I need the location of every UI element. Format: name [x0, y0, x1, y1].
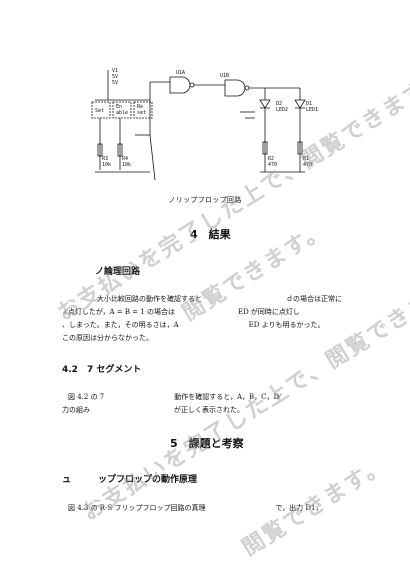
r1-resistor	[297, 141, 303, 155]
paragraph-4-2-line-1: 図 4.2 の 7 動作を確認すると，A，B，C，D⁄	[68, 393, 281, 401]
d2-name: LED2	[276, 107, 288, 113]
r1-value: 470	[303, 162, 312, 168]
d1-led	[294, 99, 306, 109]
u1b-label: U1B	[220, 73, 229, 79]
u1b-gate	[224, 79, 246, 97]
r2-resistor	[262, 141, 268, 155]
set-switch-label: Set	[95, 108, 104, 114]
r4-resistor	[117, 143, 123, 157]
section-5-heading: 5 課題と考察	[170, 437, 244, 450]
section-4-2-heading: 4.2 7 セグメント	[62, 365, 142, 375]
r3-resistor	[97, 143, 103, 157]
paragraph-5-1-line-1: 図 4.3 の R-S フリップフロップ回路の真理 で，出力 D1，	[68, 504, 323, 512]
enable-switch-label2: able	[116, 110, 128, 116]
enable-switch	[112, 101, 132, 119]
section-5-1-heading: ュ ップフロップの動作原理	[62, 475, 198, 485]
paragraph-4-1-line-1: 大小比較回路の動作を確認すると ｄの場合は正常に	[90, 295, 342, 303]
r2-label: R2	[268, 156, 274, 162]
enable-switch-label: En	[116, 104, 122, 110]
stub-wire-3	[149, 134, 156, 181]
r4-value: 10k	[122, 162, 131, 168]
paragraph-4-1-line-2: ∠点灯したが，A = B = 1 の場合は ED が同時に点灯し	[62, 308, 300, 316]
reset-switch-label: Re	[137, 104, 143, 110]
paragraph-4-1-line-3: 、しまった。また，その明るさは，A ED よりも明るかった。	[62, 321, 325, 329]
r4-label: R4	[122, 156, 128, 162]
reset-switch	[133, 101, 153, 119]
u1a-gate	[169, 76, 191, 94]
v1-name: 5V	[112, 80, 118, 86]
u1b-bubble	[244, 85, 250, 91]
paragraph-4-1-line-4: この原因は分からなかった。	[62, 334, 153, 342]
r3-label: R3	[102, 156, 108, 162]
v1-label: V1	[112, 68, 118, 74]
flip-flop-circuit-diagram: V1 5V 5V Set En able Re set R3 10k R4 10…	[91, 68, 318, 181]
r2-value: 470	[268, 162, 277, 168]
d2-led	[259, 99, 271, 109]
section-4-heading: 4 結果	[190, 228, 231, 241]
set-switch	[91, 101, 111, 119]
paragraph-4-2-line-2: 力の組み が正しく表示された。	[62, 406, 244, 414]
v1-value: 5V	[112, 74, 118, 80]
section-4-1-heading: ノ論理回路	[95, 267, 141, 277]
figure-caption: ノリップフロップ回路	[168, 196, 242, 204]
r1-label: R1	[303, 156, 309, 162]
r3-value: 10k	[102, 162, 111, 168]
d1-label: D1	[306, 101, 312, 107]
d2-label: D2	[276, 101, 282, 107]
u1a-label: U1A	[176, 70, 185, 76]
d1-name: LED1	[306, 107, 318, 113]
reset-switch-label2: set	[137, 110, 146, 116]
u1a-bubble	[189, 82, 195, 88]
